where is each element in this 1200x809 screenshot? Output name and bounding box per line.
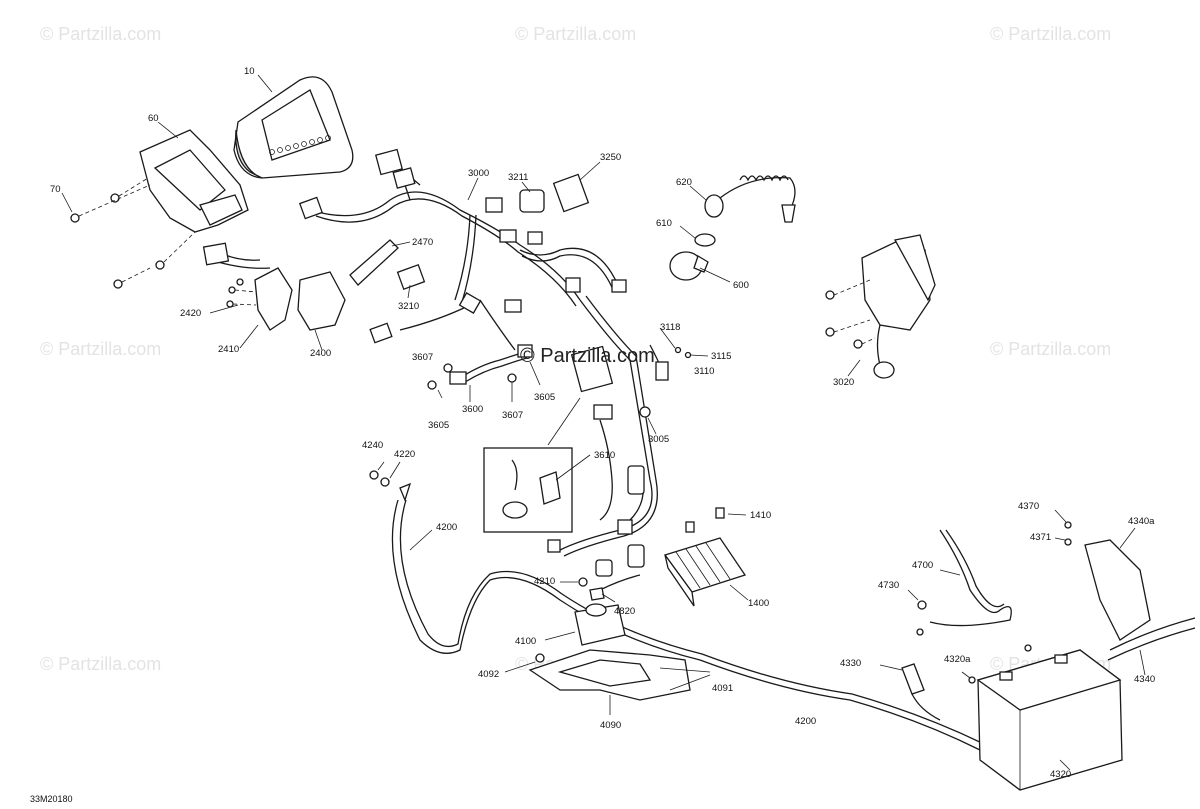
- callout-2420: 2420: [180, 308, 201, 319]
- callout-2470: 2470: [412, 237, 433, 248]
- callout-3605-right: 3605: [534, 392, 555, 403]
- part-battery[interactable]: [879, 644, 1123, 791]
- callout-4330: 4330: [840, 658, 861, 669]
- callout-1400: 1400: [748, 598, 769, 609]
- diagram-code: 33M20180: [30, 794, 73, 804]
- callout-4370: 4370: [1018, 501, 1039, 512]
- callout-4092: 4092: [478, 669, 499, 680]
- callout-3250: 3250: [600, 152, 621, 163]
- callout-4200-bottom: 4200: [795, 716, 816, 727]
- part-sensor-3110[interactable]: [649, 327, 709, 381]
- part-screws-70[interactable]: [61, 177, 196, 289]
- callout-3115: 3115: [711, 351, 731, 362]
- part-battery-bracket[interactable]: [1054, 509, 1196, 676]
- callout-3005: 3005: [648, 434, 669, 445]
- callout-4730: 4730: [878, 580, 899, 591]
- part-starter-relay[interactable]: [544, 577, 626, 646]
- part-regulator-1400[interactable]: [663, 507, 749, 607]
- callout-4340a: 4340a: [1128, 516, 1155, 527]
- callout-3210: 3210: [398, 301, 419, 312]
- callout-2400: 2400: [310, 348, 331, 359]
- callout-4820: 4820: [614, 606, 635, 617]
- callout-4320: 4320: [1050, 769, 1071, 780]
- callout-3607-bottom: 3607: [502, 410, 523, 421]
- center-watermark: © Partzilla.com: [520, 345, 655, 367]
- callout-2410: 2410: [218, 344, 239, 355]
- callout-60: 60: [148, 113, 159, 124]
- callout-4220: 4220: [394, 449, 415, 460]
- callout-4700: 4700: [912, 560, 933, 571]
- callout-4090: 4090: [600, 720, 621, 731]
- callout-3118: 3118: [660, 322, 680, 333]
- callout-3610: 3610: [594, 450, 615, 461]
- part-small-connectors[interactable]: [349, 161, 601, 299]
- watermark-mid-left: © Partzilla.com: [40, 339, 161, 359]
- callout-4200-top: 4200: [436, 522, 457, 533]
- callout-3600: 3600: [462, 404, 483, 415]
- part-battery-cable[interactable]: [369, 461, 1017, 771]
- part-gauge-cluster[interactable]: [233, 74, 354, 179]
- part-main-harness[interactable]: [309, 159, 658, 557]
- watermark-mid-right: © Partzilla.com: [990, 339, 1111, 359]
- callout-4340: 4340: [1134, 674, 1155, 685]
- callout-4240: 4240: [362, 440, 383, 451]
- callout-1410: 1410: [750, 510, 771, 521]
- callout-3605-left: 3605: [428, 420, 449, 431]
- callout-4371: 4371: [1030, 532, 1051, 543]
- part-tether-cord[interactable]: [689, 175, 796, 223]
- part-handlebar-switch[interactable]: [202, 242, 346, 351]
- callout-labels: 10 60 70 3000 3211 3250 620 610 600 2470…: [50, 66, 1155, 780]
- part-cluster-bracket[interactable]: [139, 121, 249, 233]
- callout-4210: 4210: [534, 576, 555, 587]
- part-switch-600[interactable]: [669, 225, 731, 283]
- callout-4320a: 4320a: [944, 654, 971, 665]
- callout-3110: 3110: [694, 366, 714, 377]
- watermark-top-right: © Partzilla.com: [990, 24, 1111, 44]
- callout-70: 70: [50, 184, 61, 195]
- part-harness-connectors[interactable]: [298, 148, 645, 568]
- watermark-bottom-left: © Partzilla.com: [40, 654, 161, 674]
- part-mounting-plate[interactable]: [504, 649, 711, 715]
- watermark-top-center: © Partzilla.com: [515, 24, 636, 44]
- callout-620: 620: [676, 177, 692, 188]
- callout-3000: 3000: [468, 168, 489, 179]
- callout-3607-top: 3607: [412, 352, 433, 363]
- part-clip-3005[interactable]: [639, 406, 657, 435]
- callout-10: 10: [244, 66, 255, 77]
- part-inset-3610[interactable]: [483, 397, 591, 533]
- callout-600: 600: [733, 280, 749, 291]
- callout-3211: 3211: [508, 172, 528, 183]
- callout-4091: 4091: [712, 683, 733, 694]
- part-ground-cable[interactable]: [427, 344, 541, 402]
- callout-610: 610: [656, 218, 672, 229]
- part-negative-cable[interactable]: [907, 529, 1012, 636]
- callout-3020: 3020: [833, 377, 854, 388]
- part-module-3020[interactable]: [825, 234, 936, 379]
- callout-4100: 4100: [515, 636, 536, 647]
- watermark-top-left: © Partzilla.com: [40, 24, 161, 44]
